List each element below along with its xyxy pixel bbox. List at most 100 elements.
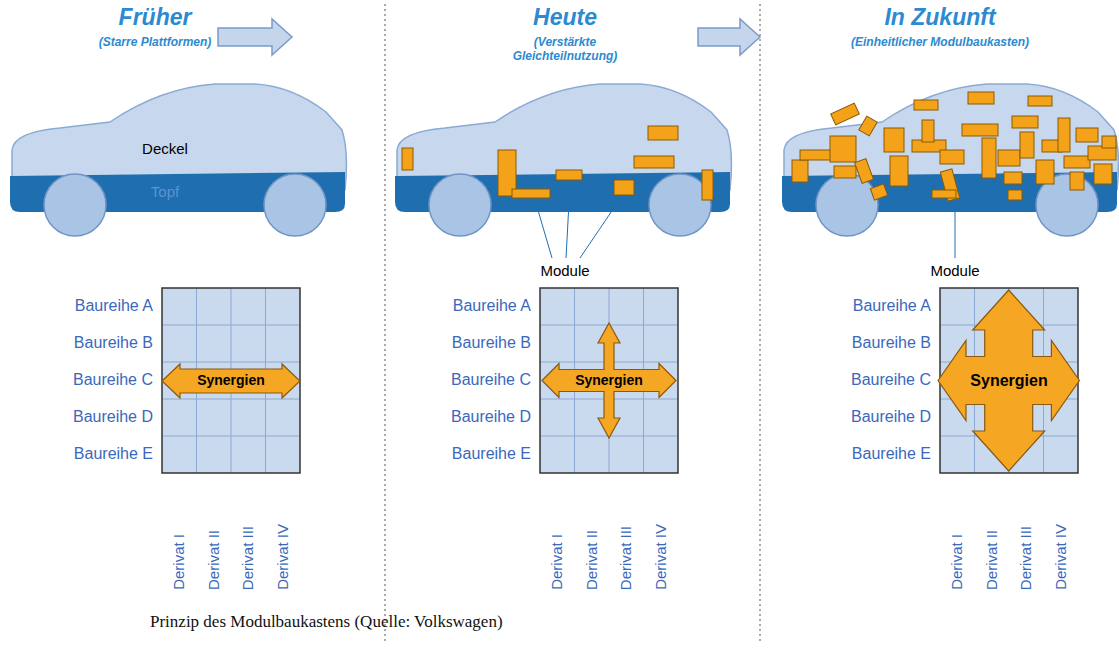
figure-caption: Prinzip des Modulbaukastens (Quelle: Vol… <box>150 612 503 632</box>
module-label: Module <box>930 262 979 279</box>
grid-border <box>540 288 678 473</box>
module-part <box>982 138 996 178</box>
derivative-label: Derivat II <box>583 530 600 590</box>
module-part <box>932 190 956 198</box>
series-label: Baureihe B <box>452 334 531 352</box>
module-part <box>512 189 550 198</box>
column-heading: Heute <box>533 4 597 30</box>
leader-line <box>535 200 552 258</box>
grid-line <box>162 362 300 363</box>
module-part <box>1102 136 1116 148</box>
module-part <box>998 150 1020 166</box>
node-text: Deckel <box>142 141 188 158</box>
node-text: Synergien <box>970 372 1047 390</box>
step-arrow <box>218 19 292 55</box>
separator <box>760 4 761 644</box>
step-arrow <box>698 19 760 55</box>
column-heading: In Zukunft <box>884 4 995 30</box>
synergy-arrow: Synergien <box>542 323 676 438</box>
series-label: Baureihe C <box>73 371 153 389</box>
node-text: Topf <box>151 184 179 201</box>
grid-line <box>162 436 300 437</box>
series-label: Baureihe D <box>451 408 531 426</box>
module-part <box>890 156 908 186</box>
matrix-grid <box>162 288 300 473</box>
module-part <box>962 124 998 136</box>
module-part <box>831 103 860 125</box>
module-part <box>1070 172 1084 190</box>
module-part <box>1076 128 1098 142</box>
grid-border <box>162 288 300 473</box>
module-part <box>556 170 582 180</box>
matrix-grid <box>540 288 678 473</box>
module-part <box>1008 190 1022 200</box>
grid-line <box>162 325 300 326</box>
car-modulkit <box>782 84 1118 236</box>
module-part <box>830 136 856 162</box>
arrow-outline <box>938 290 1079 471</box>
derivative-label: Derivat IV <box>652 524 669 590</box>
derivative-label: Derivat II <box>205 530 222 590</box>
module-part <box>834 166 856 178</box>
module-part <box>614 180 634 195</box>
module-part <box>968 92 994 104</box>
body-top-label: Deckel <box>110 136 220 162</box>
module-part <box>702 170 713 200</box>
module-part <box>870 184 887 200</box>
derivative-label: Derivat IV <box>1052 524 1069 590</box>
series-label: Baureihe A <box>453 297 531 315</box>
module-part <box>1064 156 1090 168</box>
module-part <box>1028 96 1052 106</box>
module-part <box>634 156 674 168</box>
series-label: Baureihe E <box>852 445 931 463</box>
series-label: Baureihe D <box>851 408 931 426</box>
module-part <box>1036 160 1054 184</box>
arrow-outline <box>542 323 676 438</box>
column-subheading: (Einheitlicher Modulbaukasten) <box>851 36 1029 50</box>
series-label: Baureihe B <box>74 334 153 352</box>
series-label: Baureihe C <box>851 371 931 389</box>
module-label: Module <box>540 262 589 279</box>
module-part <box>855 159 874 184</box>
module-part <box>1004 172 1022 184</box>
module-part <box>648 126 678 140</box>
leader-line <box>580 196 622 258</box>
platform-band-label: Topf <box>110 180 220 204</box>
car-modules <box>395 84 731 236</box>
node-text: Synergien <box>197 373 265 388</box>
leader-line <box>955 204 956 258</box>
column-heading: Früher <box>119 4 192 30</box>
column-subheading: (Starre Plattformen) <box>99 36 212 50</box>
leader-line <box>566 184 570 258</box>
derivative-label: Derivat III <box>618 526 635 590</box>
module-part <box>884 128 904 152</box>
derivative-label: Derivat I <box>171 534 188 590</box>
separator <box>385 4 386 644</box>
module-part <box>1094 164 1112 184</box>
module-part <box>940 150 964 164</box>
derivative-label: Derivat II <box>983 530 1000 590</box>
series-label: Baureihe A <box>853 297 931 315</box>
node-text: Synergien <box>575 373 643 388</box>
series-label: Baureihe E <box>452 445 531 463</box>
series-label: Baureihe D <box>73 408 153 426</box>
module-part <box>800 150 832 160</box>
grid-line <box>162 399 300 400</box>
series-label: Baureihe E <box>74 445 153 463</box>
module-part <box>1058 118 1070 152</box>
series-label: Baureihe A <box>75 297 153 315</box>
synergy-arrow: Synergien <box>162 364 300 398</box>
derivative-label: Derivat IV <box>274 524 291 590</box>
module-part <box>922 120 934 142</box>
arrow-outline <box>162 364 300 398</box>
derivative-label: Derivat III <box>240 526 257 590</box>
synergy-arrow: Synergien <box>938 290 1079 471</box>
derivative-label: Derivat I <box>549 534 566 590</box>
module-part <box>1020 132 1034 158</box>
series-label: Baureihe C <box>451 371 531 389</box>
module-part <box>1012 116 1038 128</box>
series-label: Baureihe B <box>852 334 931 352</box>
derivative-label: Derivat I <box>949 534 966 590</box>
column-subheading: (Verstärkte Gleichteilnutzung) <box>495 36 635 64</box>
module-part <box>914 100 938 110</box>
